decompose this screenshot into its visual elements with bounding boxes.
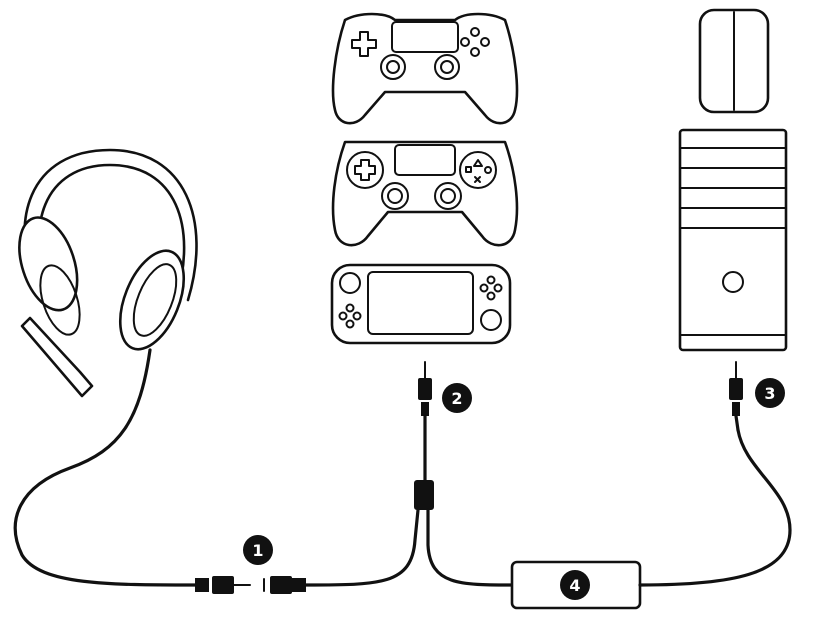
- vr-headset-icon: [698, 8, 770, 114]
- badge-2-label: 2: [451, 389, 462, 408]
- audio-jack-icon: [195, 576, 306, 594]
- ps5-controller-icon: [331, 12, 519, 125]
- badge-2: 2: [442, 383, 472, 413]
- pc-tower-icon: [678, 128, 788, 352]
- handheld-console-icon: [330, 263, 512, 345]
- audio-jack-icon: [418, 361, 432, 416]
- headset-icon: [13, 148, 198, 587]
- badge-1: 1: [243, 535, 273, 565]
- badge-4-label: 4: [569, 576, 580, 595]
- audio-jack-icon: [729, 361, 743, 416]
- splitter-icon: [414, 480, 434, 510]
- badge-1-label: 1: [252, 541, 263, 560]
- badge-3: 3: [755, 378, 785, 408]
- ps4-controller-icon: [331, 140, 519, 247]
- badge-4: 4: [560, 570, 590, 600]
- badge-3-label: 3: [764, 384, 775, 403]
